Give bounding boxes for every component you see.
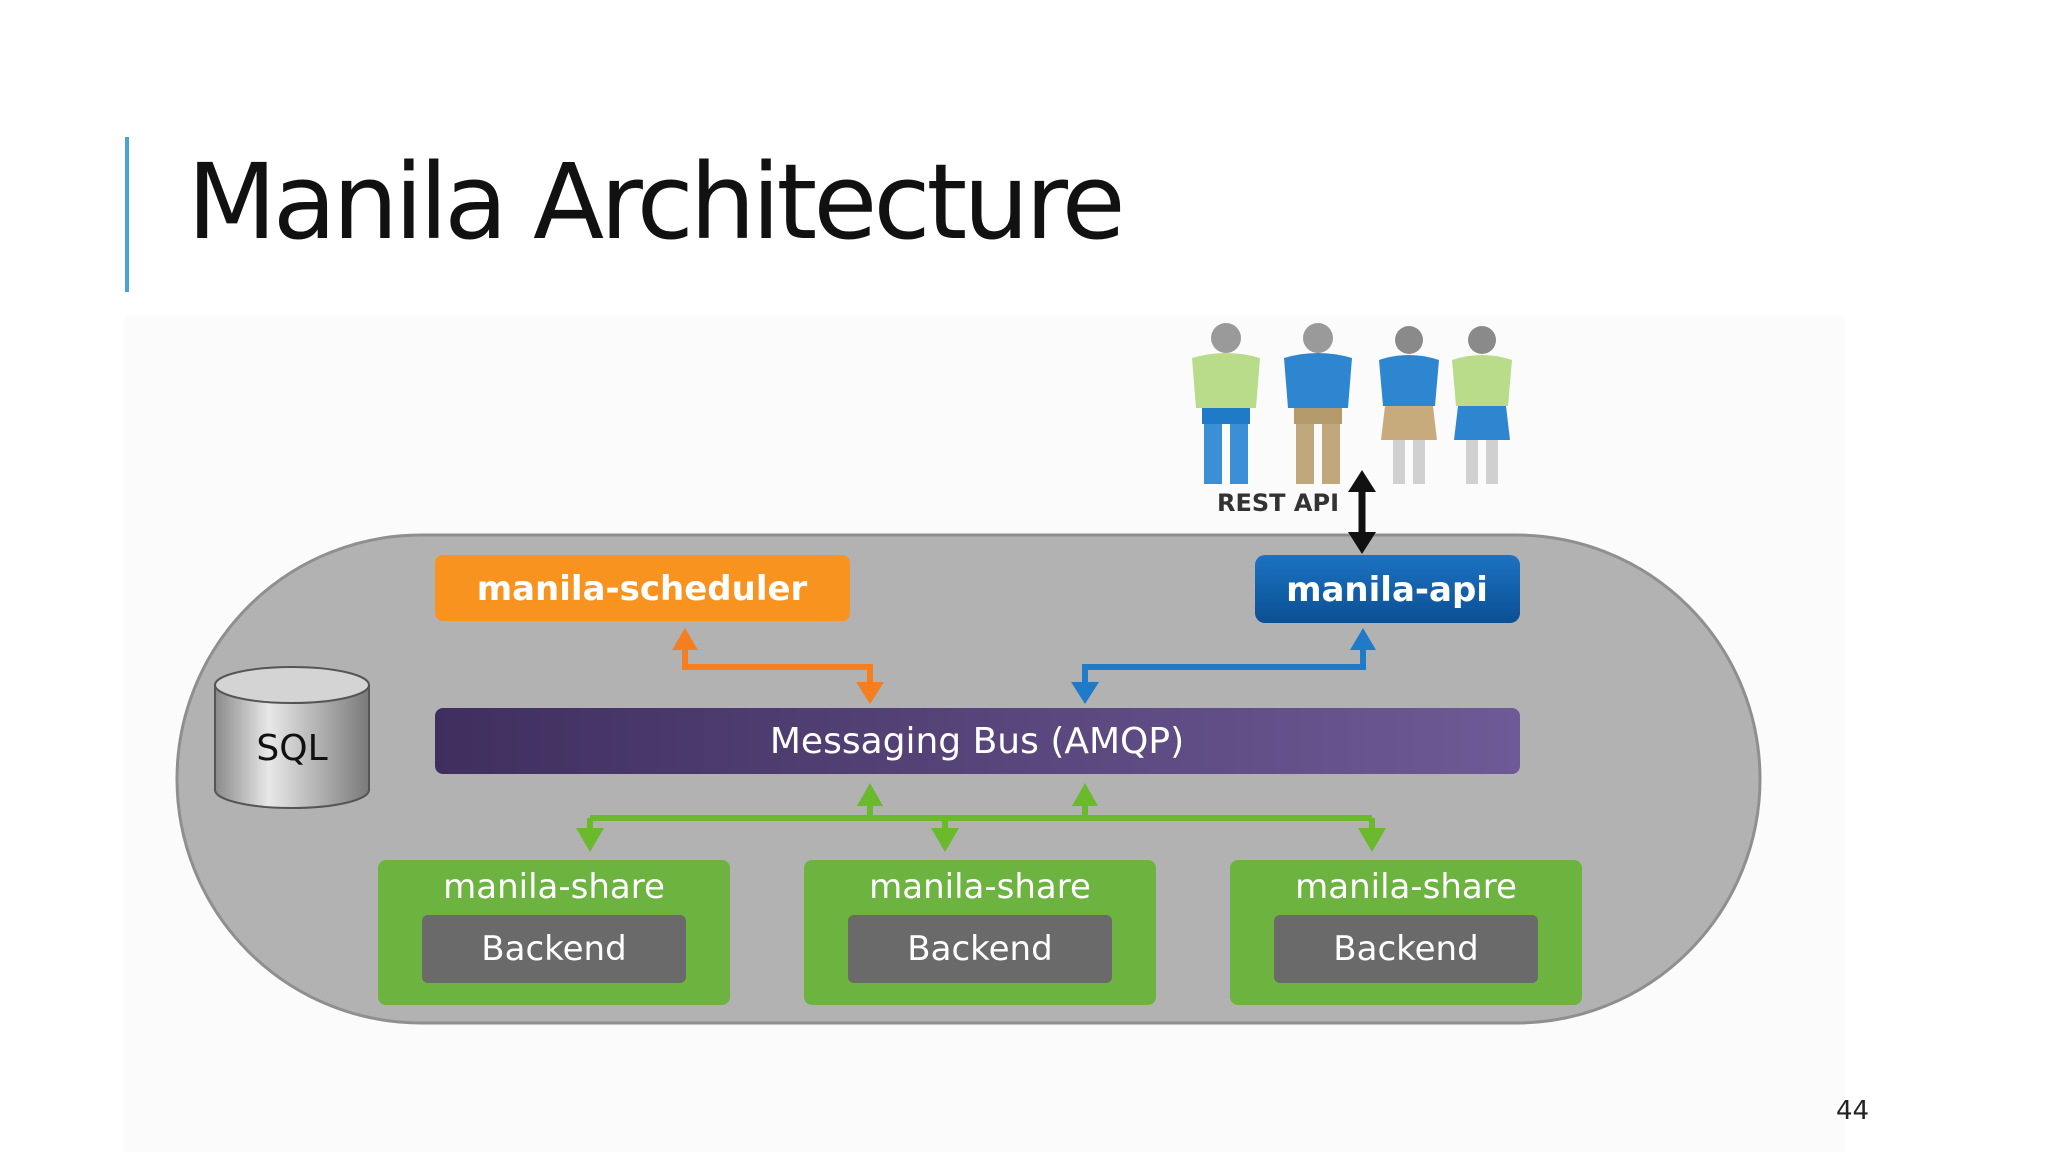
rest-api-label: REST API bbox=[1217, 489, 1339, 517]
user-icon bbox=[1284, 323, 1352, 484]
slide-title: Manila Architecture bbox=[187, 141, 1126, 263]
manila-api-label: manila-api bbox=[1286, 570, 1488, 610]
messaging-bus-label: Messaging Bus (AMQP) bbox=[770, 721, 1184, 762]
backend-box bbox=[1274, 915, 1538, 983]
manila-share-node-3: manila-share Backend bbox=[1230, 860, 1582, 1005]
scheduler-bus-arrow bbox=[672, 628, 884, 704]
backend-label: Backend bbox=[1333, 929, 1478, 969]
manila-share-label: manila-share bbox=[1295, 867, 1517, 907]
manila-share-node-2: manila-share Backend bbox=[804, 860, 1156, 1005]
page-number: 44 bbox=[1836, 1096, 1870, 1126]
messaging-bus-box bbox=[435, 708, 1520, 774]
bus-shares-arrows bbox=[576, 783, 1386, 852]
manila-scheduler-box bbox=[435, 555, 850, 621]
manila-share-label: manila-share bbox=[443, 867, 665, 907]
backend-box bbox=[848, 915, 1112, 983]
user-icon bbox=[1192, 323, 1260, 484]
backend-box bbox=[422, 915, 686, 983]
sql-label: SQL bbox=[256, 728, 327, 769]
manila-api-box bbox=[1255, 555, 1520, 623]
api-bus-arrow bbox=[1071, 628, 1376, 704]
sql-database-icon bbox=[214, 666, 370, 809]
manila-share-label: manila-share bbox=[869, 867, 1091, 907]
backend-label: Backend bbox=[907, 929, 1052, 969]
users-group bbox=[1192, 323, 1512, 484]
user-icon bbox=[1452, 326, 1512, 484]
manila-share-node-1: manila-share Backend bbox=[378, 860, 730, 1005]
backend-label: Backend bbox=[481, 929, 626, 969]
user-icon bbox=[1379, 326, 1439, 484]
title-accent-bar bbox=[125, 137, 129, 292]
rest-api-arrow bbox=[1348, 470, 1376, 554]
manila-scheduler-label: manila-scheduler bbox=[477, 569, 808, 609]
